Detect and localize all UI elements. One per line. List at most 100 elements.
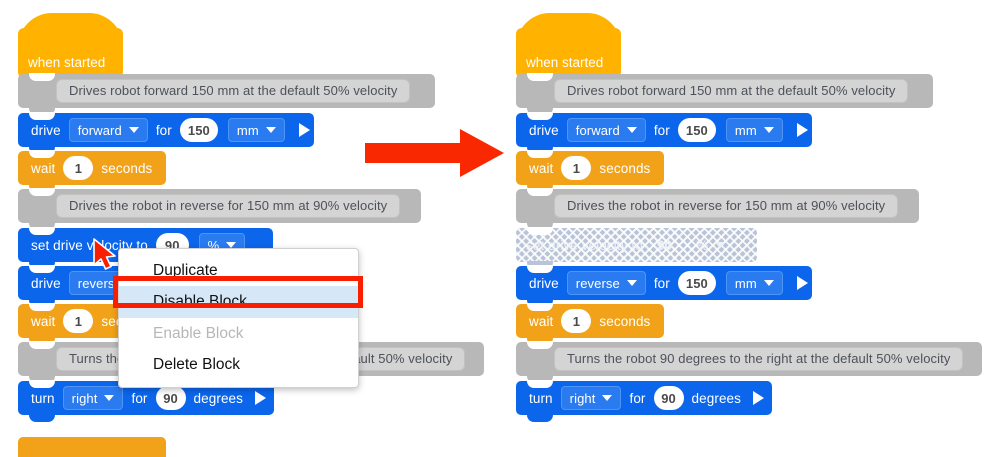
dropdown-direction-value: forward <box>575 122 620 138</box>
block-label-wait: wait <box>529 313 554 329</box>
block-notch <box>29 150 55 158</box>
block-wait-1[interactable]: wait 1 seconds <box>18 150 166 192</box>
comment-block-reverse[interactable]: Drives the robot in reverse for 150 mm a… <box>516 188 919 230</box>
block-when-started[interactable]: when started <box>18 13 123 85</box>
comment-text: Drives robot forward 150 mm at the defau… <box>56 78 411 104</box>
dropdown-direction[interactable]: forward <box>566 118 646 142</box>
chevron-down-icon <box>763 280 774 286</box>
run-block-icon[interactable] <box>796 123 808 137</box>
block-drive-forward[interactable]: drive forward for 150 mm <box>516 112 812 154</box>
block-notch <box>29 303 55 311</box>
dropdown-turn-direction[interactable]: right <box>560 386 622 410</box>
block-bump <box>29 107 55 115</box>
dropdown-unit[interactable]: mm <box>725 271 783 295</box>
dropdown-unit[interactable]: mm <box>725 118 783 142</box>
context-menu[interactable]: Duplicate Disable Block Enable Block Del… <box>118 248 359 388</box>
block-label-for: for <box>131 390 148 406</box>
block-bump <box>527 375 553 383</box>
input-distance[interactable]: 150 <box>179 118 218 142</box>
dropdown-unit-value: mm <box>734 122 757 138</box>
block-notch <box>527 303 553 311</box>
run-block-icon[interactable] <box>796 276 808 290</box>
block-bump <box>527 222 553 230</box>
block-drive-reverse[interactable]: drive reverse for 150 mm <box>516 265 812 307</box>
chevron-down-icon <box>602 395 613 401</box>
dropdown-direction-value: reverse <box>575 275 620 291</box>
block-when-started[interactable]: when started <box>516 13 621 85</box>
block-label-when-started: when started <box>28 55 106 70</box>
block-notch <box>29 73 55 81</box>
block-label-drive: drive <box>31 275 61 291</box>
transition-arrow-icon <box>365 129 505 177</box>
block-label-wait: wait <box>31 313 56 329</box>
dropdown-velocity-unit-value: % <box>207 237 220 253</box>
context-menu-item-disable-block[interactable]: Disable Block <box>119 286 358 318</box>
dropdown-turn-direction[interactable]: right <box>62 386 124 410</box>
context-menu-item-enable-block: Enable Block <box>153 324 244 342</box>
block-label-for: for <box>629 390 646 406</box>
chevron-down-icon <box>626 127 637 133</box>
input-wait-seconds[interactable]: 1 <box>63 309 94 333</box>
comment-block-forward[interactable]: Drives robot forward 150 mm at the defau… <box>516 73 933 115</box>
run-block-icon[interactable] <box>753 391 765 405</box>
block-partial-bottom[interactable] <box>18 437 166 457</box>
input-distance[interactable]: 150 <box>677 271 716 295</box>
dropdown-direction-value: reverse <box>77 275 122 291</box>
block-label-drive: drive <box>529 122 559 138</box>
block-label-for: for <box>653 122 670 138</box>
block-label-drive: drive <box>529 275 559 291</box>
block-label-for: for <box>155 122 172 138</box>
input-wait-seconds[interactable]: 1 <box>63 156 94 180</box>
dropdown-unit[interactable]: mm <box>227 118 285 142</box>
block-label-seconds: seconds <box>599 160 651 176</box>
block-wait-1[interactable]: wait 1 seconds <box>516 150 664 192</box>
block-drive-forward[interactable]: drive forward for 150 mm <box>18 112 314 154</box>
block-notch <box>527 265 553 273</box>
comment-text: Drives the robot in reverse for 150 mm a… <box>554 193 899 219</box>
comment-block-forward[interactable]: Drives robot forward 150 mm at the defau… <box>18 73 435 115</box>
block-bump <box>527 414 553 422</box>
run-block-icon[interactable] <box>255 391 267 405</box>
input-velocity[interactable]: 90 <box>656 237 673 253</box>
block-label-when-started: when started <box>526 55 604 70</box>
chevron-down-icon[interactable] <box>715 242 726 248</box>
dropdown-direction[interactable]: reverse <box>566 271 646 295</box>
block-set-drive-velocity-disabled[interactable]: set drive velocity to 90 % <box>516 227 757 269</box>
block-turn-right[interactable]: turn right for 90 degrees <box>516 380 772 422</box>
block-bump <box>527 107 553 115</box>
run-block-icon[interactable] <box>298 123 310 137</box>
comment-text: Turns the robot 90 degrees to the right … <box>554 346 964 372</box>
input-degrees[interactable]: 90 <box>653 386 684 410</box>
block-notch <box>527 73 553 81</box>
vexcode-block-comparison: when started Drives robot forward 150 mm… <box>18 13 982 457</box>
chevron-down-icon <box>265 127 276 133</box>
block-notch <box>527 341 553 349</box>
mouse-pointer-icon <box>93 238 116 270</box>
block-label-set-drive-velocity: set drive velocity to <box>526 237 643 253</box>
input-distance[interactable]: 150 <box>677 118 716 142</box>
block-label-wait: wait <box>529 160 554 176</box>
chevron-down-icon <box>128 127 139 133</box>
input-wait-seconds[interactable]: 1 <box>561 156 592 180</box>
block-bump <box>29 414 55 422</box>
arrow-head <box>460 129 504 177</box>
input-degrees[interactable]: 90 <box>155 386 186 410</box>
dropdown-turn-direction-value: right <box>71 390 98 406</box>
context-menu-item-duplicate[interactable]: Duplicate <box>153 262 218 279</box>
hat-dome <box>18 13 123 47</box>
comment-block-reverse[interactable]: Drives the robot in reverse for 150 mm a… <box>18 188 421 230</box>
dropdown-direction[interactable]: forward <box>68 118 148 142</box>
block-label-drive: drive <box>31 122 61 138</box>
block-notch <box>29 227 55 235</box>
comment-text: Drives the robot in reverse for 150 mm a… <box>56 193 401 219</box>
context-menu-item-delete-block[interactable]: Delete Block <box>153 356 241 374</box>
dropdown-unit-value: mm <box>734 275 757 291</box>
comment-block-turn[interactable]: Turns the robot 90 degrees to the right … <box>516 341 982 383</box>
block-notch <box>29 341 55 349</box>
input-wait-seconds[interactable]: 1 <box>561 309 592 333</box>
dropdown-turn-direction-value: right <box>569 390 596 406</box>
block-notch <box>29 188 55 196</box>
dropdown-direction-value: forward <box>77 122 122 138</box>
chevron-down-icon <box>104 395 115 401</box>
block-wait-2[interactable]: wait 1 seconds <box>516 303 664 345</box>
